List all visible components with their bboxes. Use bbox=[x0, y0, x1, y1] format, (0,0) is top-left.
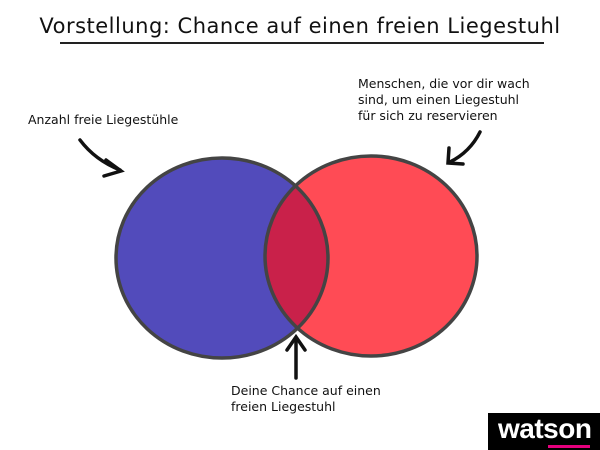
left-circle-free-chairs bbox=[116, 158, 328, 358]
watson-logo: watson bbox=[488, 413, 600, 450]
label-line: freien Liegestuhl bbox=[231, 399, 336, 414]
label-free-chairs: Anzahl freie Liegestühle bbox=[28, 112, 179, 127]
title-underline bbox=[60, 42, 544, 44]
label-line: sind, um einen Liegestuhl bbox=[358, 92, 520, 107]
label-your-chance: Deine Chance auf einen freien Liegestuhl bbox=[231, 383, 381, 415]
arrow-right bbox=[446, 130, 482, 166]
diagram-title: Vorstellung: Chance auf einen freien Lie… bbox=[39, 14, 561, 38]
right-circle-early-people bbox=[265, 156, 477, 356]
label-line: Menschen, die vor dir wach bbox=[358, 76, 530, 91]
logo-text: watson bbox=[498, 413, 592, 444]
label-early-people: Menschen, die vor dir wach sind, um eine… bbox=[358, 76, 530, 124]
label-line: für sich zu reservieren bbox=[358, 108, 498, 123]
arrow-left bbox=[78, 138, 125, 178]
label-line: Deine Chance auf einen bbox=[231, 383, 381, 398]
arrow-bottom bbox=[285, 333, 307, 380]
right-circle-outline bbox=[263, 154, 479, 358]
logo-accent-bar bbox=[548, 445, 590, 448]
left-circle-outline bbox=[114, 156, 330, 360]
